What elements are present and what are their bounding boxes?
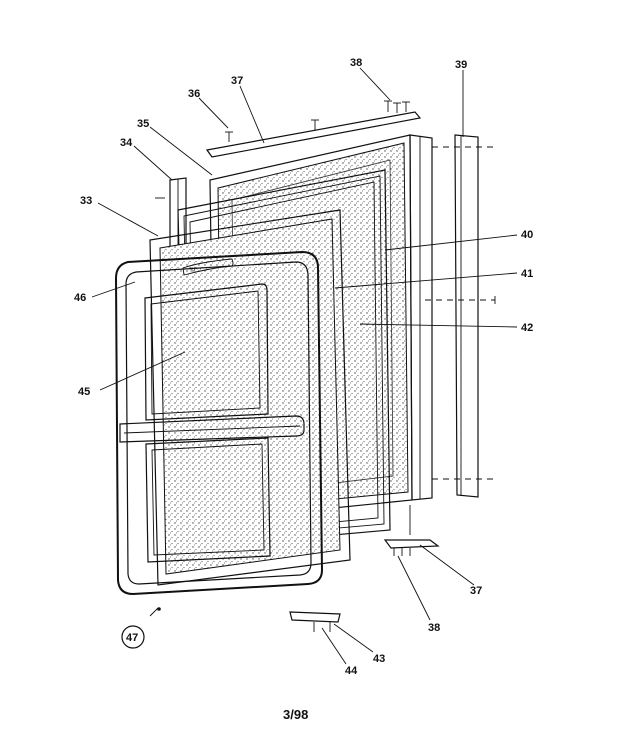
label-40: 40 [521,229,533,241]
label-37-bottom: 37 [470,585,482,597]
label-33: 33 [80,195,92,207]
bottom-trim-strip [383,539,440,556]
leader-lines [91,67,518,665]
label-42: 42 [521,322,533,334]
svg-text:Ff~: Ff~ [190,266,200,274]
callout-47-circle [121,625,145,649]
label-36: 36 [188,88,200,100]
front-door: Ff~ [114,250,324,596]
right-door-frame [409,134,433,535]
label-39: 39 [455,59,467,71]
label-44: 44 [345,665,358,677]
label-45: 45 [78,386,90,398]
label-38-bottom: 38 [428,622,440,634]
label-34: 34 [120,137,133,149]
hinge-bracket [289,611,341,632]
label-37-top: 37 [231,75,243,87]
label-41: 41 [521,268,533,280]
label-47: 47 [126,632,138,644]
callout-47-dot [157,607,161,611]
label-43: 43 [373,653,385,665]
label-46: 46 [74,292,86,304]
top-trim-strip [205,111,422,158]
label-35: 35 [137,118,149,130]
page-footer: 3/98 [283,707,308,722]
top-screws [225,100,410,142]
right-side-trim [425,134,496,498]
label-38-top: 38 [350,57,362,69]
inner-door-liner [149,209,351,586]
